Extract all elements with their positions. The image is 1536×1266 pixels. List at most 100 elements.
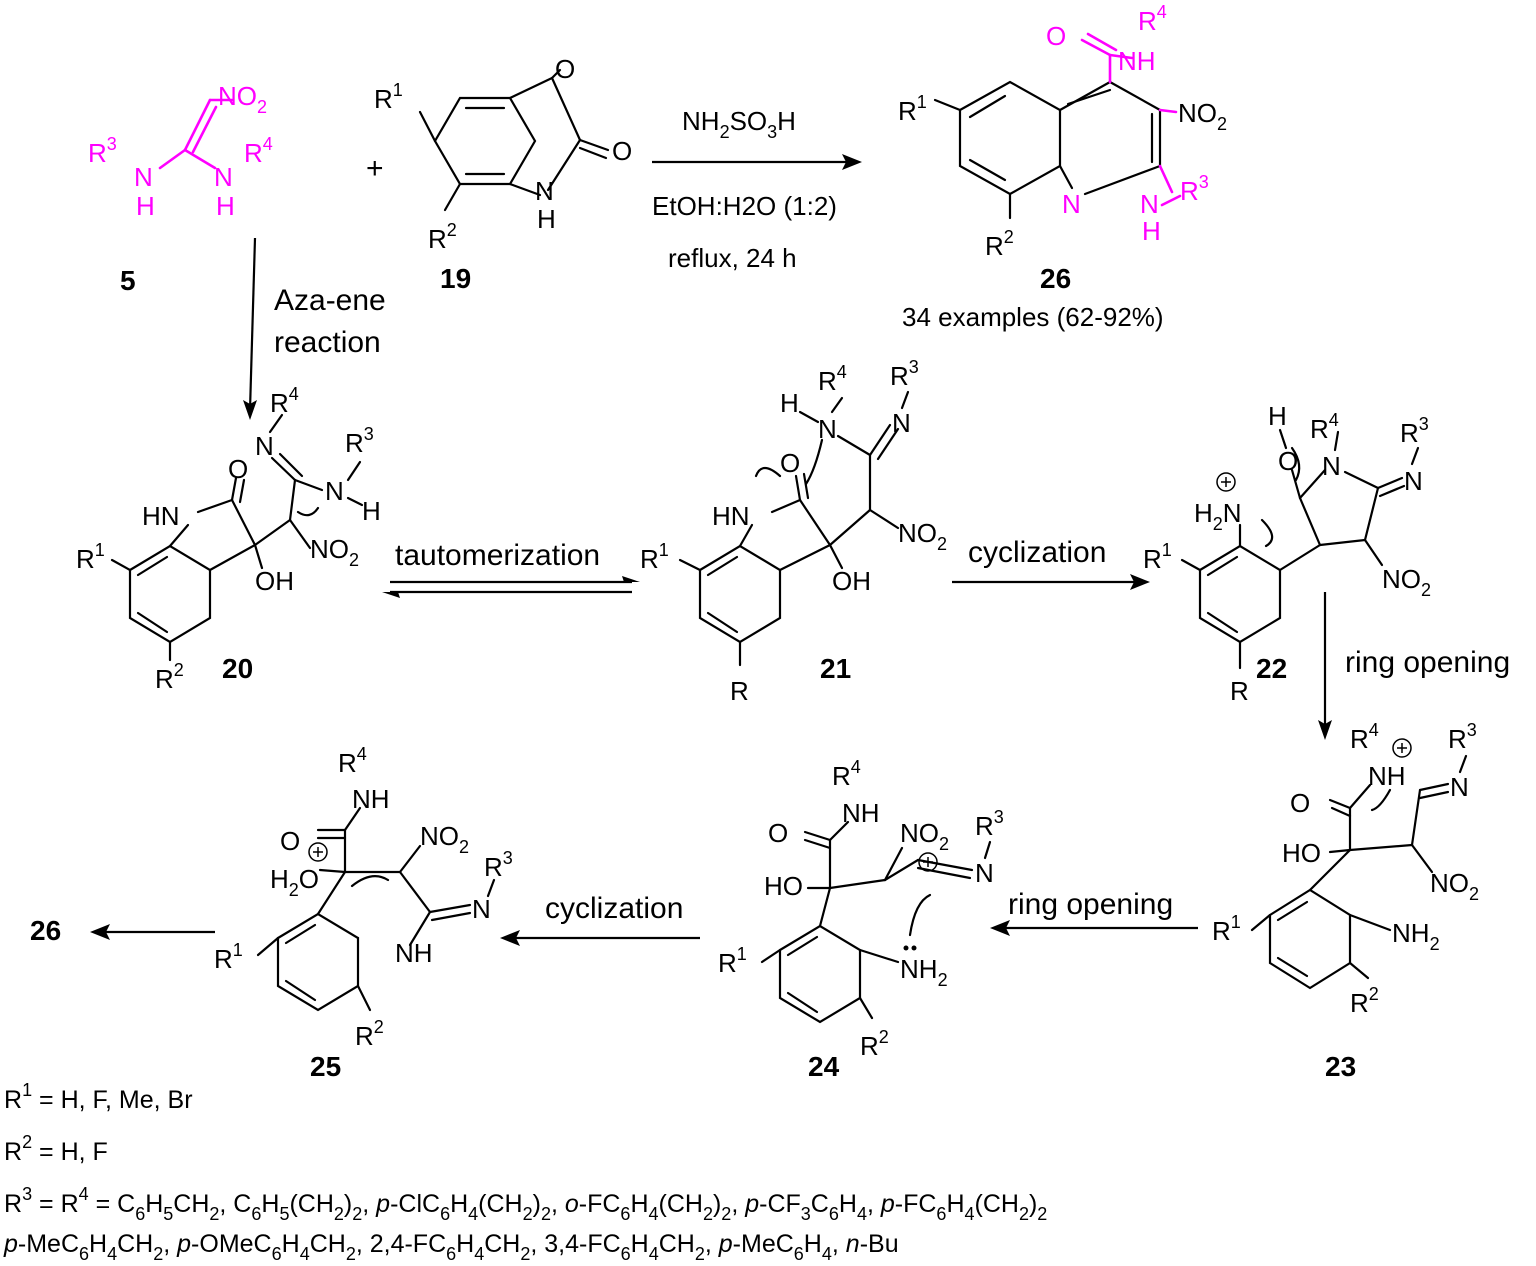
svg-text:O: O bbox=[780, 448, 800, 478]
compound-label-19: 19 bbox=[440, 263, 471, 294]
svg-text:NH: NH bbox=[1118, 46, 1156, 76]
svg-text:R1: R1 bbox=[374, 80, 403, 114]
svg-text:N: N bbox=[214, 162, 233, 192]
svg-text:N: N bbox=[818, 414, 837, 444]
svg-text:R3: R3 bbox=[88, 134, 117, 168]
svg-text:HN: HN bbox=[142, 501, 180, 531]
step-tautomerization: tautomerization bbox=[395, 539, 600, 572]
compound-20-structure: HN O N R4 N R3 H NO2 OH R1 R2 bbox=[76, 384, 381, 694]
svg-text:HO: HO bbox=[1282, 838, 1321, 868]
svg-text:H: H bbox=[780, 388, 799, 418]
svg-text:R4: R4 bbox=[818, 362, 847, 396]
legend-r2: R2 = H, F bbox=[4, 1132, 108, 1166]
step-cyclization-2: cyclization bbox=[545, 892, 683, 925]
compound-21-structure: HN O N H R4 N R3 NO2 OH R1 R bbox=[640, 357, 947, 706]
reagent-label: NH2SO3H bbox=[682, 106, 796, 142]
svg-text:NH: NH bbox=[842, 798, 880, 828]
svg-text:H: H bbox=[136, 191, 155, 221]
svg-text:R1: R1 bbox=[1143, 540, 1172, 574]
svg-text:OH: OH bbox=[832, 566, 871, 596]
legend-r1: R1 = H, F, Me, Br bbox=[4, 1080, 193, 1114]
compound-label-5: 5 bbox=[120, 265, 136, 296]
svg-text:R4: R4 bbox=[1350, 720, 1379, 754]
svg-text:N: N bbox=[472, 894, 491, 924]
compound-label-24: 24 bbox=[808, 1051, 840, 1082]
compound-label-23: 23 bbox=[1325, 1051, 1356, 1082]
svg-text:NO2: NO2 bbox=[900, 818, 949, 854]
svg-text:R2: R2 bbox=[860, 1027, 889, 1061]
svg-text:R3: R3 bbox=[1448, 720, 1477, 754]
step-cyclization-1: cyclization bbox=[968, 536, 1106, 569]
temperature-label: reflux, 24 h bbox=[668, 243, 797, 273]
svg-text:N: N bbox=[892, 408, 911, 438]
svg-text:O: O bbox=[1046, 21, 1066, 51]
svg-text:R1: R1 bbox=[214, 940, 243, 974]
svg-text:O: O bbox=[612, 136, 632, 166]
svg-text:NO2: NO2 bbox=[1382, 564, 1431, 600]
step-ring-opening-2: ring opening bbox=[1008, 888, 1173, 921]
svg-text:O: O bbox=[1290, 788, 1310, 818]
svg-text:N: N bbox=[1140, 189, 1159, 219]
aza-ene-arrow bbox=[248, 237, 257, 411]
svg-text:HO: HO bbox=[764, 871, 803, 901]
svg-text:NH2: NH2 bbox=[900, 954, 948, 990]
svg-text:R1: R1 bbox=[640, 540, 669, 574]
svg-text:O: O bbox=[1278, 446, 1298, 476]
svg-text:R1: R1 bbox=[898, 92, 927, 126]
svg-text:R4: R4 bbox=[244, 134, 273, 168]
legend-r3-line1: R3 = R4 = C6H5CH2, C6H5(CH2)2, p-ClC6H4(… bbox=[4, 1184, 1047, 1224]
svg-text:NH: NH bbox=[352, 784, 390, 814]
svg-text:N: N bbox=[255, 431, 274, 461]
compound-19-structure: O O N H R1 R2 bbox=[374, 54, 632, 254]
compound-label-25: 25 bbox=[310, 1051, 341, 1082]
svg-text:H: H bbox=[1142, 216, 1161, 246]
svg-text:R3: R3 bbox=[484, 848, 513, 882]
svg-text:O: O bbox=[228, 454, 248, 484]
compound-25-structure: O NH R4 NO2 H2O N R3 NH R1 R2 bbox=[214, 744, 513, 1051]
svg-text:H: H bbox=[216, 191, 235, 221]
svg-text:R1: R1 bbox=[76, 540, 105, 574]
svg-text:NO2: NO2 bbox=[1178, 98, 1227, 134]
svg-text:N: N bbox=[134, 162, 153, 192]
compound-label-20: 20 bbox=[222, 653, 253, 684]
substituent-legend: R1 = H, F, Me, Br R2 = H, F R3 = R4 = C6… bbox=[3, 1080, 1047, 1264]
svg-text:NH: NH bbox=[1368, 761, 1406, 791]
svg-text:H2N: H2N bbox=[1194, 498, 1242, 534]
svg-text:O: O bbox=[555, 54, 575, 84]
svg-text:R3: R3 bbox=[345, 424, 374, 458]
svg-text:NO2: NO2 bbox=[310, 534, 359, 570]
solvent-label: EtOH:H2O (1:2) bbox=[652, 191, 837, 221]
svg-text:R4: R4 bbox=[270, 384, 299, 418]
svg-text:NH: NH bbox=[395, 938, 433, 968]
legend-r3-line2: p-MeC6H4CH2, p-OMeC6H4CH2, 2,4-FC6H4CH2,… bbox=[3, 1230, 899, 1264]
compound-5-structure: NO2 R3 N H N H R4 bbox=[88, 81, 273, 221]
svg-text:R4: R4 bbox=[832, 757, 861, 791]
svg-text:R2: R2 bbox=[155, 660, 184, 694]
svg-text:R3: R3 bbox=[1180, 172, 1209, 206]
svg-text:N: N bbox=[535, 176, 554, 206]
svg-text:R: R bbox=[1230, 676, 1249, 706]
svg-text:R2: R2 bbox=[428, 220, 457, 254]
compound-23-structure: O NH R4 N R3 HO NO2 NH2 R1 R2 bbox=[1212, 720, 1479, 1018]
svg-text:N: N bbox=[1450, 772, 1469, 802]
svg-text:NO2: NO2 bbox=[218, 81, 267, 117]
compound-label-21: 21 bbox=[820, 653, 851, 684]
svg-text:R4: R4 bbox=[338, 744, 367, 778]
svg-text:R: R bbox=[730, 676, 749, 706]
svg-text:N: N bbox=[975, 858, 994, 888]
svg-text:N: N bbox=[325, 476, 344, 506]
svg-text:O: O bbox=[280, 826, 300, 856]
svg-text:R4: R4 bbox=[1138, 2, 1167, 36]
svg-text:N: N bbox=[1062, 189, 1081, 219]
svg-text:R2: R2 bbox=[985, 227, 1014, 261]
svg-text:NO2: NO2 bbox=[420, 821, 469, 857]
svg-text:H: H bbox=[537, 204, 556, 234]
svg-text:R3: R3 bbox=[890, 357, 919, 391]
svg-text:R3: R3 bbox=[975, 807, 1004, 841]
svg-text:N: N bbox=[1404, 466, 1423, 496]
svg-text:R3: R3 bbox=[1400, 414, 1429, 448]
svg-text:R1: R1 bbox=[1212, 912, 1241, 946]
plus-sign: + bbox=[366, 152, 384, 185]
svg-text:H: H bbox=[1268, 401, 1287, 431]
